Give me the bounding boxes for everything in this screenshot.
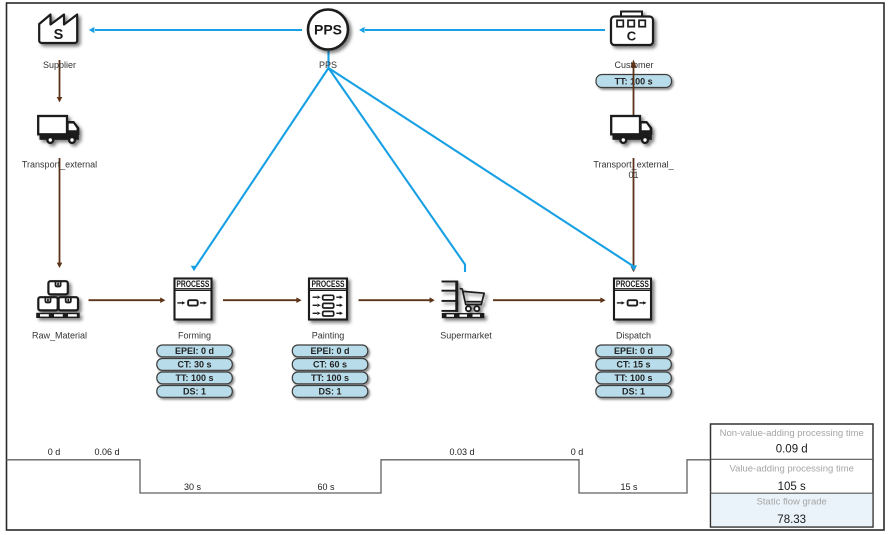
svg-text:EPEI: 0 d: EPEI: 0 d (175, 346, 214, 356)
svg-text:0.03 d: 0.03 d (449, 447, 474, 457)
svg-text:60 s: 60 s (317, 482, 335, 492)
svg-text:30 s: 30 s (184, 482, 202, 492)
svg-text:0.06 d: 0.06 d (94, 447, 119, 457)
svg-text:0 d: 0 d (48, 447, 61, 457)
svg-text:CT: 30 s: CT: 30 s (177, 360, 211, 370)
svg-text:Dispatch: Dispatch (616, 331, 651, 341)
svg-text:PPS: PPS (319, 60, 337, 70)
svg-text:78.33: 78.33 (777, 514, 806, 526)
svg-text:Transport_external: Transport_external (22, 160, 97, 170)
svg-text:Value-adding processing time: Value-adding processing time (729, 463, 853, 474)
svg-text:Supplier: Supplier (43, 60, 76, 70)
svg-text:TT: 100 s: TT: 100 s (311, 373, 349, 383)
svg-text:EPEI: 0 d: EPEI: 0 d (310, 346, 349, 356)
svg-text:S: S (54, 27, 64, 43)
svg-text:DS: 1: DS: 1 (318, 387, 341, 397)
svg-text:Painting: Painting (312, 331, 345, 341)
svg-text:DS: 1: DS: 1 (622, 387, 645, 397)
svg-text:TT: 100 s: TT: 100 s (175, 373, 213, 383)
svg-text:Static flow grade: Static flow grade (757, 496, 827, 507)
svg-text:0 d: 0 d (571, 447, 584, 457)
svg-text:15 s: 15 s (620, 482, 638, 492)
svg-text:TT: 100 s: TT: 100 s (614, 373, 652, 383)
svg-text:Raw_Material: Raw_Material (32, 331, 87, 341)
svg-text:EPEI: 0 d: EPEI: 0 d (614, 346, 653, 356)
svg-text:0.09 d: 0.09 d (776, 443, 808, 455)
svg-text:PPS: PPS (314, 21, 342, 37)
svg-text:C: C (627, 28, 637, 43)
svg-text:CT: 15 s: CT: 15 s (616, 360, 650, 370)
svg-text:Supermarket: Supermarket (440, 331, 492, 341)
svg-text:Transport_external_: Transport_external_ (593, 160, 674, 170)
svg-text:Non-value-adding processing ti: Non-value-adding processing time (720, 428, 864, 439)
svg-text:CT: 60 s: CT: 60 s (313, 360, 347, 370)
svg-text:105 s: 105 s (778, 481, 806, 493)
svg-text:PROCESS: PROCESS (311, 279, 344, 289)
svg-text:DS: 1: DS: 1 (183, 387, 206, 397)
svg-text:Forming: Forming (178, 331, 211, 341)
svg-text:PROCESS: PROCESS (616, 279, 649, 289)
svg-text:01: 01 (628, 170, 638, 180)
svg-text:PROCESS: PROCESS (176, 279, 209, 289)
